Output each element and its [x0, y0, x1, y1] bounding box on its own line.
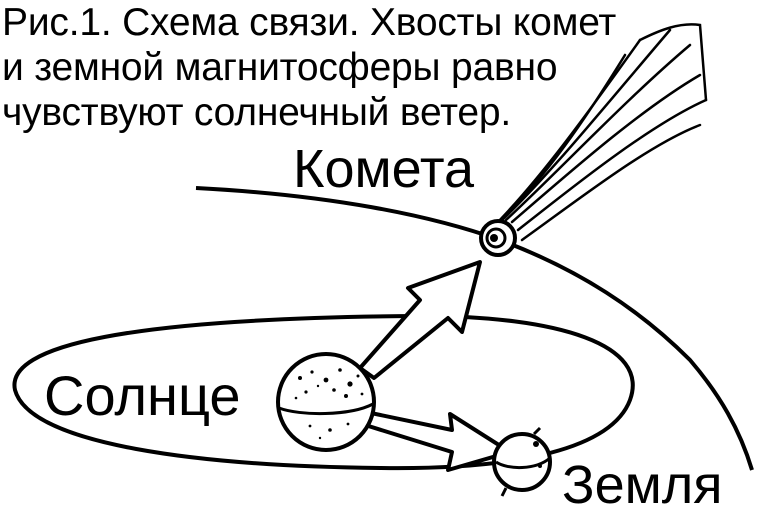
sun — [276, 352, 376, 452]
caption-line-1: Рис.1. Схема связи. Хвосты комет — [2, 1, 617, 44]
earth — [492, 426, 552, 497]
caption-line-3: чувствуют солнечный ветер. — [2, 91, 511, 134]
earth-label: Земля — [562, 455, 723, 515]
comet-label: Комета — [293, 139, 475, 199]
arrow-sun-to-earth — [360, 410, 512, 472]
caption-line-2: и земной магнитосферы равно — [2, 46, 558, 89]
comet-orbit — [195, 186, 754, 471]
arrow-sun-to-comet — [358, 260, 482, 380]
comet-head — [479, 219, 517, 257]
sun-label: Солнце — [44, 364, 241, 427]
comet-tail — [490, 23, 708, 242]
figure-caption: Рис.1. Схема связи. Хвосты комет и земно… — [2, 0, 692, 135]
earth-orbit — [12, 313, 635, 471]
